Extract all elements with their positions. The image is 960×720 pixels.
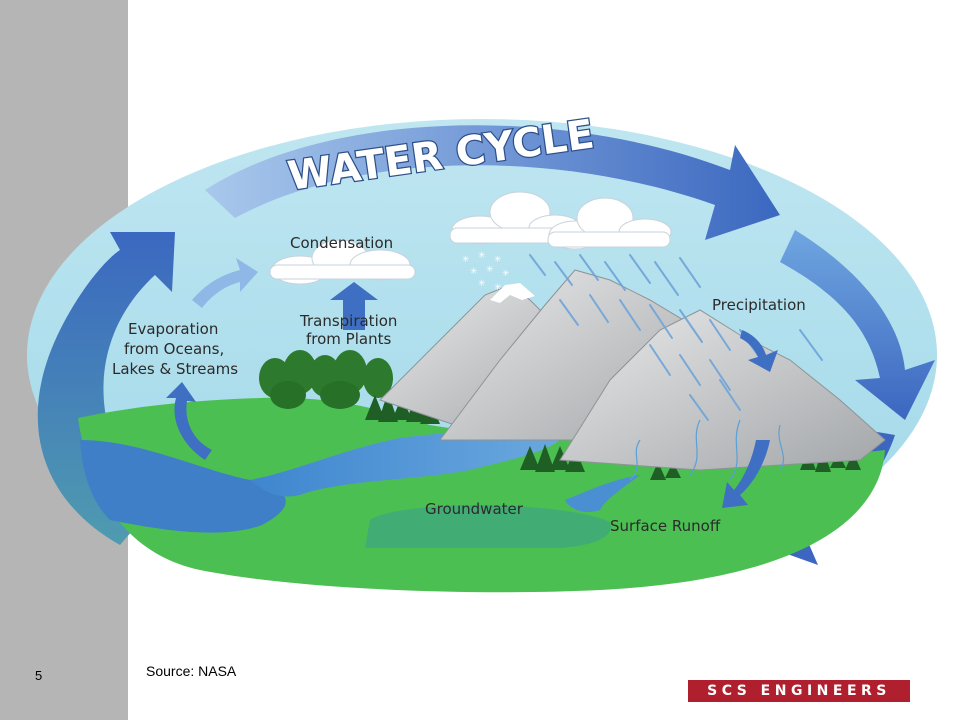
snowflakes: ✳✳✳ ✳✳✳ ✳✳ [462, 251, 510, 293]
label-transpiration-line1: Transpiration [299, 312, 397, 330]
source-caption: Source: NASA [146, 663, 237, 679]
ocean-water [80, 440, 286, 533]
svg-text:✳: ✳ [502, 269, 510, 279]
evaporation-arrow-up [166, 382, 212, 460]
label-evaporation-line3: Lakes & Streams [112, 360, 238, 378]
svg-text:✳: ✳ [470, 267, 478, 277]
forest-left [259, 350, 393, 409]
label-precipitation: Precipitation [712, 296, 806, 314]
label-evaporation-line2: from Oceans, [124, 340, 224, 358]
rain [529, 254, 823, 421]
cycle-arrow-right [780, 230, 935, 420]
page-number: 5 [35, 668, 43, 683]
evaporation-arrow-curved [192, 258, 258, 308]
svg-text:✳: ✳ [486, 265, 494, 275]
stream-water [565, 475, 640, 512]
runoff-arrow [722, 440, 770, 508]
lake-water [250, 432, 560, 497]
snow-cap [490, 283, 535, 303]
ground [78, 397, 885, 593]
cloud-rain-right [547, 197, 672, 250]
label-evaporation-line1: Evaporation [128, 320, 218, 338]
scs-engineers-logo: SCS ENGINEERS [688, 680, 910, 702]
groundwater-area [365, 505, 611, 548]
svg-text:✳: ✳ [478, 251, 486, 261]
mountain-streams [629, 419, 785, 481]
transpiration-arrow [330, 282, 378, 330]
label-groundwater: Groundwater [425, 500, 524, 518]
svg-text:✳: ✳ [478, 279, 486, 289]
forest-right [520, 444, 861, 480]
svg-text:✳: ✳ [494, 255, 502, 265]
label-transpiration-line2: from Plants [306, 330, 391, 348]
svg-text:✳: ✳ [462, 255, 470, 265]
svg-text:✳: ✳ [494, 283, 502, 293]
cloud-condensation [269, 239, 416, 285]
label-condensation: Condensation [290, 234, 393, 252]
cycle-arrow-top [205, 125, 780, 240]
label-surface-runoff: Surface Runoff [610, 517, 721, 535]
precipitation-arrow [740, 330, 778, 372]
mountain-right [559, 309, 886, 471]
cycle-arrow-left [37, 232, 176, 545]
